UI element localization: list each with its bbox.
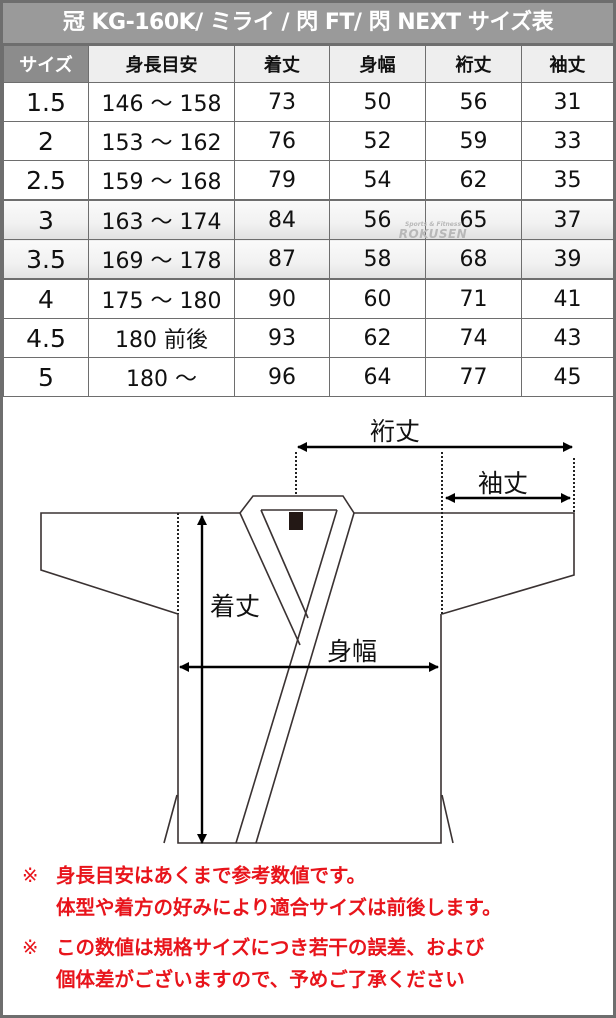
cell-yukitake: 68: [425, 239, 522, 280]
cell-kitake: 96: [234, 357, 330, 397]
cell-height-guide: 180 前後: [88, 318, 235, 358]
table-header-row: サイズ 身長目安 着丈 身幅 裄丈 袖丈: [3, 45, 614, 83]
header-height-guide: 身長目安: [88, 45, 235, 83]
header-kitake: 着丈: [234, 45, 330, 83]
jacket-outline: [40, 495, 575, 844]
header-size: サイズ: [3, 45, 89, 83]
cell-size: 1.5: [3, 82, 89, 122]
cell-sodetake: 43: [521, 318, 614, 358]
cell-sodetake: 37: [521, 199, 614, 240]
cell-kitake: 87: [234, 239, 330, 280]
cell-size: 3.5: [3, 239, 89, 280]
table-row-highlighted: 3.5 169 ～ 178 87 58 68 39: [3, 239, 614, 280]
page-title: 冠 KG-160K/ ミライ / 閃 FT/ 閃 NEXT サイズ表: [3, 3, 613, 45]
cell-kitake: 73: [234, 82, 330, 122]
cell-yukitake: 74: [425, 318, 522, 358]
cell-height-guide: 146 ～ 158: [88, 82, 235, 122]
cell-height-guide: 180 ～: [88, 357, 235, 397]
cell-size: 2.5: [3, 160, 89, 201]
table-row: 4 175 ～ 180 90 60 71 41: [3, 278, 614, 319]
cell-size: 5: [3, 357, 89, 397]
dotted-guides: [177, 452, 575, 614]
header-sodetake: 袖丈: [521, 45, 614, 83]
cell-size: 4.5: [3, 318, 89, 358]
cell-yukitake: 65: [425, 199, 522, 240]
reference-mark: ※: [22, 936, 39, 959]
cell-mihaba: 58: [329, 239, 426, 280]
reference-mark: ※: [22, 864, 39, 887]
cell-sodetake: 31: [521, 82, 614, 122]
note-height-guide: ※ 身長目安はあくまで参考数値です。 体型や着方の好みにより適合サイズは前後しま…: [22, 860, 502, 924]
cell-sodetake: 35: [521, 160, 614, 201]
cell-height-guide: 163 ～ 174: [88, 199, 235, 240]
cell-yukitake: 71: [425, 278, 522, 319]
cell-mihaba: 54: [329, 160, 426, 201]
label-kitake: 着丈: [210, 592, 261, 621]
collar-tag: [289, 512, 303, 530]
cell-height-guide: 175 ～ 180: [88, 278, 235, 319]
cell-sodetake: 45: [521, 357, 614, 397]
cell-yukitake: 77: [425, 357, 522, 397]
cell-kitake: 79: [234, 160, 330, 201]
cell-sodetake: 39: [521, 239, 614, 280]
cell-kitake: 76: [234, 121, 330, 161]
note-tolerance: ※ この数値は規格サイズにつき若干の誤差、および 個体差がございますので、予めご…: [22, 932, 502, 996]
cell-height-guide: 153 ～ 162: [88, 121, 235, 161]
cell-mihaba: 52: [329, 121, 426, 161]
cell-sodetake: 41: [521, 278, 614, 319]
cell-size: 2: [3, 121, 89, 161]
cell-kitake: 84: [234, 199, 330, 240]
cell-height-guide: 159 ～ 168: [88, 160, 235, 201]
cell-mihaba: 56: [329, 199, 426, 240]
table-row: 2.5 159 ～ 168 79 54 62 35: [3, 160, 614, 201]
cell-mihaba: 60: [329, 278, 426, 319]
cell-mihaba: 64: [329, 357, 426, 397]
label-sodetake: 袖丈: [478, 469, 529, 498]
measurement-arrows: [179, 442, 573, 844]
cell-height-guide: 169 ～ 178: [88, 239, 235, 280]
table-row: 1.5 146 ～ 158 73 50 56 31: [3, 82, 614, 122]
cell-sodetake: 33: [521, 121, 614, 161]
table-row: 4.5 180 前後 93 62 74 43: [3, 318, 614, 358]
label-mihaba: 身幅: [327, 637, 378, 666]
table-row: 2 153 ～ 162 76 52 59 33: [3, 121, 614, 161]
size-table: サイズ 身長目安 着丈 身幅 裄丈 袖丈 1.5 146 ～ 158 73 50…: [3, 45, 614, 397]
cell-mihaba: 62: [329, 318, 426, 358]
cell-mihaba: 50: [329, 82, 426, 122]
table-row: 5 180 ～ 96 64 77 45: [3, 357, 614, 397]
header-mihaba: 身幅: [329, 45, 426, 83]
cell-yukitake: 59: [425, 121, 522, 161]
cell-yukitake: 56: [425, 82, 522, 122]
notes: ※ 身長目安はあくまで参考数値です。 体型や着方の好みにより適合サイズは前後しま…: [22, 860, 502, 1004]
label-yukitake: 裄丈: [370, 417, 421, 446]
